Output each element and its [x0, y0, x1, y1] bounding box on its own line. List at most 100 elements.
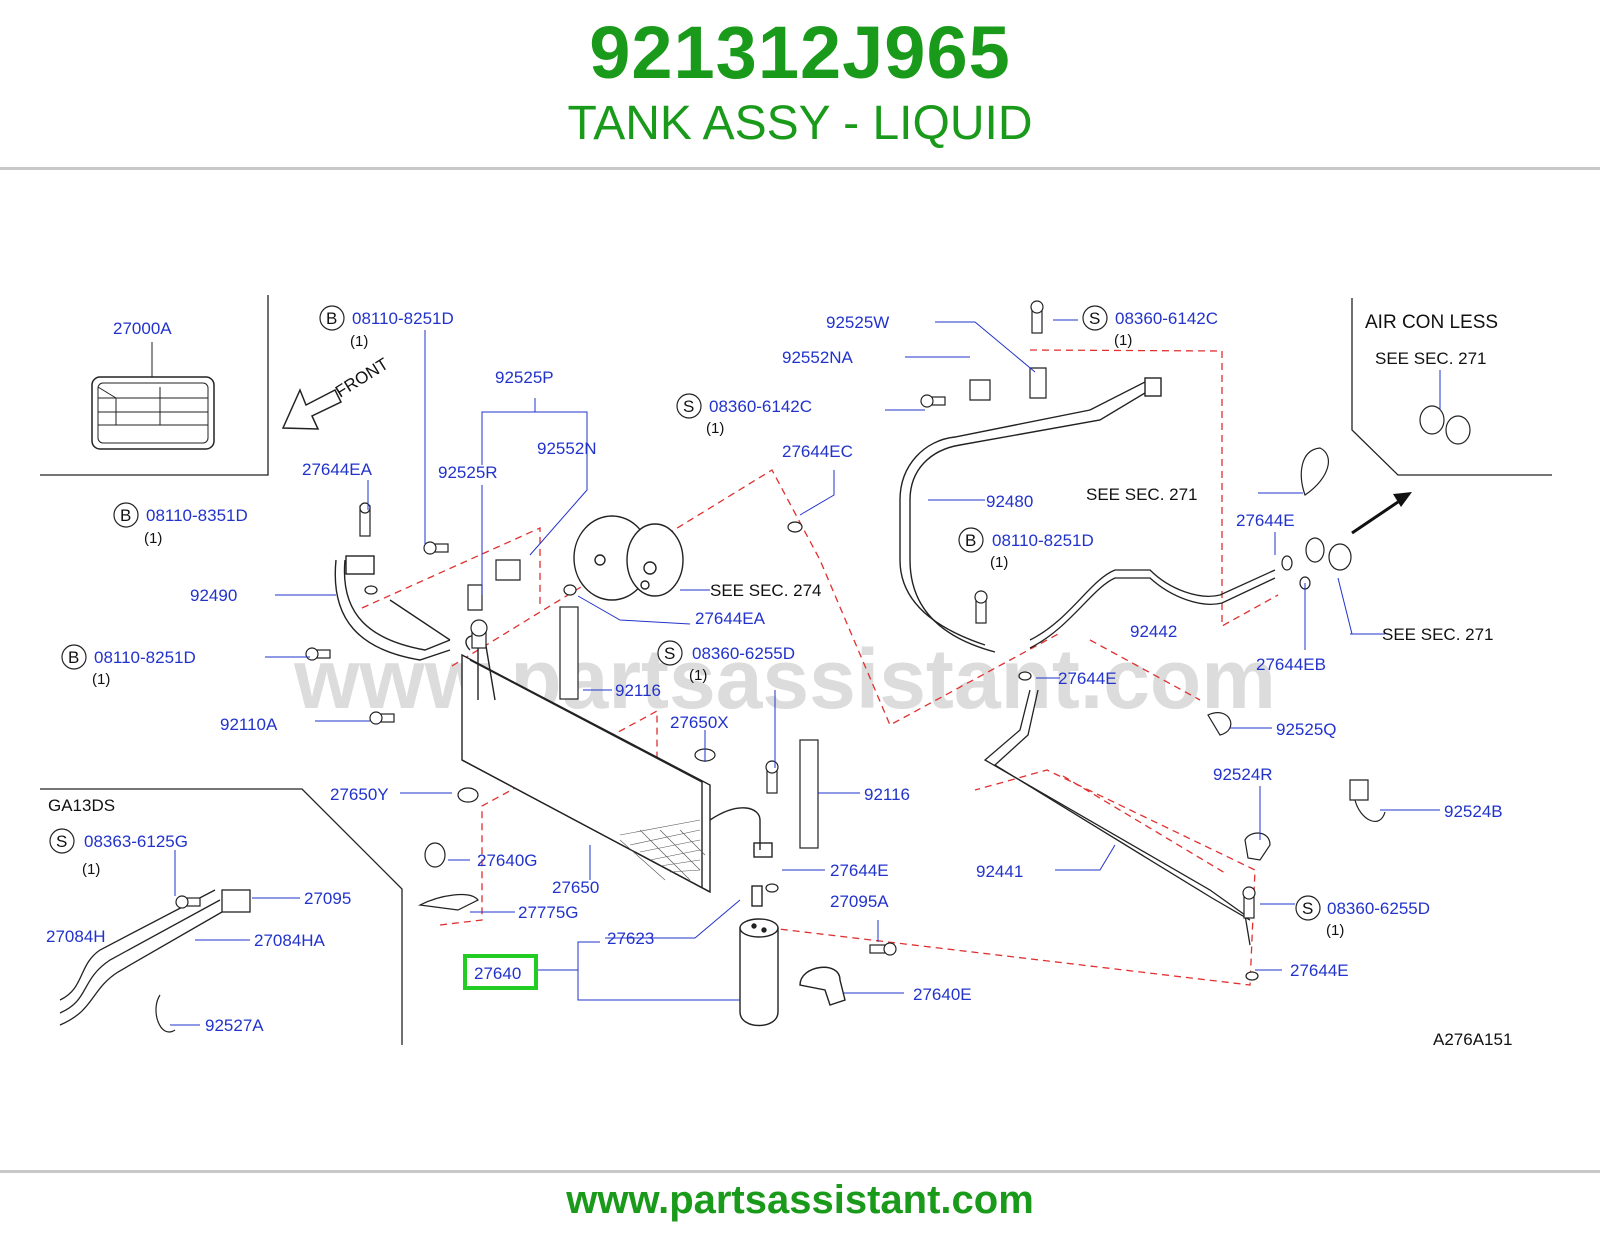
- see-sec-271-note: SEE SEC. 271: [1086, 485, 1198, 504]
- part-label[interactable]: 27000A: [113, 319, 172, 338]
- condenser-27650: [461, 620, 773, 894]
- part-label[interactable]: 27084HA: [254, 931, 326, 950]
- dashed-outlines: [361, 349, 1279, 986]
- part-label[interactable]: 27644EA: [302, 460, 373, 479]
- part-label[interactable]: 27644EC: [782, 442, 853, 461]
- part-label[interactable]: 27644EB: [1256, 655, 1326, 674]
- part-label[interactable]: 27650: [552, 878, 599, 897]
- prefix-b: B: [965, 531, 976, 550]
- part-label[interactable]: 27644E: [1058, 669, 1117, 688]
- part-label[interactable]: 92552NA: [782, 348, 854, 367]
- part-number: 921312J965: [589, 11, 1011, 94]
- part-label[interactable]: 27640E: [913, 985, 972, 1004]
- leader-lines: [170, 319, 1441, 1026]
- qty: (1): [689, 667, 707, 684]
- prefix-s: S: [1089, 309, 1100, 328]
- front-label: FRONT: [332, 354, 392, 401]
- part-label[interactable]: 92480: [986, 492, 1033, 511]
- prefix-b: B: [120, 506, 131, 525]
- part-label[interactable]: 27084H: [46, 927, 106, 946]
- bolt-prefix-circles: [49, 305, 1321, 921]
- part-label[interactable]: 92525W: [826, 313, 889, 332]
- pipe-92442: [1029, 569, 1276, 649]
- air-con-less-label: AIR CON LESS: [1365, 312, 1498, 333]
- compressor-icon: [573, 515, 684, 601]
- tank-bracket-27640E: [799, 966, 846, 1006]
- prefix-s: S: [1302, 899, 1313, 918]
- qty: (1): [350, 333, 368, 350]
- part-label[interactable]: 27095A: [830, 892, 889, 911]
- part-label[interactable]: 27644E: [1236, 511, 1295, 530]
- hose-92480: [899, 377, 1162, 653]
- part-label[interactable]: 27644E: [1290, 961, 1349, 980]
- part-label[interactable]: 08110-8251D: [94, 648, 196, 667]
- prefix-s: S: [664, 644, 675, 663]
- bolt-prefix-letters: B B B S S B S S S: [56, 309, 1313, 918]
- direction-arrow-icon: [1351, 492, 1412, 535]
- part-label[interactable]: 92116: [615, 681, 661, 700]
- pipe-92441: [983, 689, 1251, 946]
- receiver-tank: [739, 885, 779, 1027]
- qty: (1): [1326, 922, 1344, 939]
- part-label[interactable]: 08360-6255D: [692, 644, 795, 663]
- page-header: 921312J965 TANK ASSY - LIQUID: [0, 0, 1600, 170]
- part-label[interactable]: 08363-6125G: [84, 832, 188, 851]
- part-label[interactable]: 92490: [190, 586, 237, 605]
- part-label[interactable]: 92524B: [1444, 802, 1503, 821]
- part-label[interactable]: 08360-6142C: [1115, 309, 1218, 328]
- footer-divider: [0, 1170, 1600, 1173]
- label-plate-27000A: [91, 342, 215, 450]
- header-divider: [0, 167, 1600, 170]
- part-label[interactable]: 27644E: [830, 861, 889, 880]
- qty: (1): [144, 530, 162, 547]
- qty: (1): [82, 861, 100, 878]
- part-label[interactable]: 27640G: [477, 851, 538, 870]
- part-label[interactable]: 92442: [1130, 622, 1177, 641]
- quantity-markers: (1) (1) (1) (1) (1) (1) (1) (1) (1): [82, 332, 1344, 939]
- front-arrow-icon: [281, 388, 343, 430]
- part-label[interactable]: 92552N: [537, 439, 597, 458]
- part-label[interactable]: 27775G: [518, 903, 579, 922]
- see-sec-271-note: SEE SEC. 271: [1382, 625, 1494, 644]
- part-label[interactable]: 27650Y: [330, 785, 389, 804]
- qty: (1): [990, 554, 1008, 571]
- part-label[interactable]: 27623: [607, 929, 654, 948]
- part-label[interactable]: 27644EA: [695, 609, 766, 628]
- engine-label: GA13DS: [48, 796, 115, 815]
- figure-code: A276A151: [1433, 1030, 1512, 1049]
- part-label[interactable]: 08110-8251D: [352, 309, 454, 328]
- part-labels: 27000A 08110-8251D 27644EA 08110-8351D 9…: [46, 309, 1503, 1035]
- frame-lines: [40, 295, 1552, 1045]
- prefix-s: S: [683, 397, 694, 416]
- hose-92490: [334, 555, 451, 661]
- part-label[interactable]: 08360-6255D: [1327, 899, 1430, 918]
- part-label[interactable]: 92525R: [438, 463, 498, 482]
- part-label[interactable]: 08110-8251D: [992, 531, 1094, 550]
- part-name: TANK ASSY - LIQUID: [567, 97, 1033, 150]
- hose-27084H: [59, 889, 251, 1026]
- part-label[interactable]: 92441: [976, 862, 1023, 881]
- highlight-box: [463, 954, 538, 990]
- part-label[interactable]: 92525Q: [1276, 720, 1337, 739]
- footer-website[interactable]: www.partsassistant.com: [566, 1178, 1034, 1222]
- fastener-icons: [155, 300, 1471, 1033]
- part-label[interactable]: 92110A: [220, 715, 278, 734]
- prefix-s: S: [56, 832, 67, 851]
- part-label[interactable]: 92525P: [495, 368, 554, 387]
- see-sec-274-note: SEE SEC. 274: [710, 581, 822, 600]
- part-label[interactable]: 27650X: [670, 713, 729, 732]
- part-label[interactable]: 92116: [864, 785, 910, 804]
- part-label[interactable]: 08110-8351D: [146, 506, 248, 525]
- prefix-b: B: [326, 309, 337, 328]
- part-label[interactable]: 92527A: [205, 1016, 264, 1035]
- section-notes: GA13DS AIR CON LESS SEE SEC. 271 SEE SEC…: [48, 312, 1512, 1049]
- qty: (1): [92, 671, 110, 688]
- part-label[interactable]: 27095: [304, 889, 351, 908]
- part-label[interactable]: 92524R: [1213, 765, 1273, 784]
- part-label[interactable]: 08360-6142C: [709, 397, 812, 416]
- highlighted-part-label[interactable]: 27640: [474, 964, 521, 983]
- prefix-b: B: [68, 648, 79, 667]
- qty: (1): [1114, 332, 1132, 349]
- see-sec-271-note: SEE SEC. 271: [1375, 349, 1487, 368]
